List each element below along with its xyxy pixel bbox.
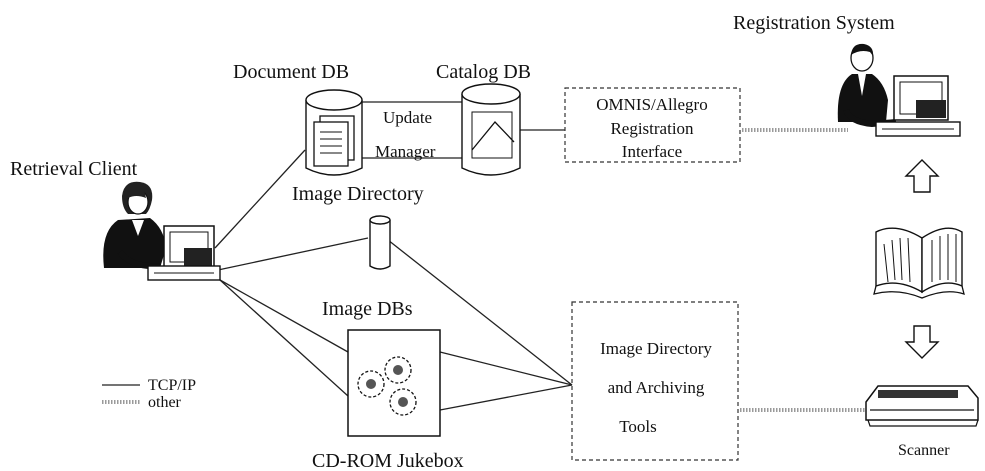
link-client-jukebox-top <box>219 279 349 353</box>
image-dbs-label: Image DBs <box>322 298 413 320</box>
connections <box>214 101 866 412</box>
archiving-tools-box <box>571 301 739 461</box>
cdrom-jukebox-label: CD-ROM Jukebox <box>312 450 464 471</box>
legend-tcpip-label: TCP/IP <box>148 377 196 394</box>
link-client-document-db <box>214 149 306 249</box>
document-db-icon <box>305 89 363 176</box>
registration-interface-line1: OMNIS/Allegro <box>596 95 707 114</box>
legend-other-label: other <box>148 394 182 411</box>
link-jukebox-tools-bottom <box>439 384 573 411</box>
registration-interface-box <box>564 87 741 163</box>
registration-interface-line3: Interface <box>622 142 682 161</box>
catalog-db-icon <box>461 83 521 176</box>
open-book-icon <box>873 227 965 299</box>
cd-disc-1 <box>357 370 385 398</box>
link-client-jukebox-bottom <box>219 279 349 397</box>
retrieval-client-label: Retrieval Client <box>10 158 138 180</box>
link-jukebox-tools-top <box>439 351 573 386</box>
registration-system-icon <box>837 43 961 137</box>
image-directory-icon <box>369 215 391 270</box>
scanner-icon <box>865 385 979 427</box>
cd-disc-3 <box>389 388 417 416</box>
retrieval-client-icon <box>103 181 221 281</box>
down-arrow-icon <box>904 325 940 359</box>
link-image-directory-tools <box>387 239 573 386</box>
up-arrow-icon <box>904 159 940 193</box>
catalog-db-label: Catalog DB <box>436 61 531 83</box>
document-db-label: Document DB <box>233 61 349 83</box>
archiving-tools-line3: Tools <box>619 417 657 436</box>
registration-system-label: Registration System <box>733 12 895 34</box>
scanner-label: Scanner <box>898 442 950 459</box>
cdrom-jukebox-icon <box>347 329 441 437</box>
cd-disc-2 <box>384 356 412 384</box>
archiving-tools-line1: Image Directory <box>600 339 712 358</box>
archiving-tools-line2: and Archiving <box>608 378 705 397</box>
legend: TCP/IP other <box>102 377 196 411</box>
registration-interface-line2: Registration <box>610 119 694 138</box>
update-manager-line1: Update <box>383 108 432 127</box>
image-directory-label: Image Directory <box>292 183 424 205</box>
update-manager-line2: Manager <box>375 142 436 161</box>
link-client-image-directory <box>217 237 369 271</box>
